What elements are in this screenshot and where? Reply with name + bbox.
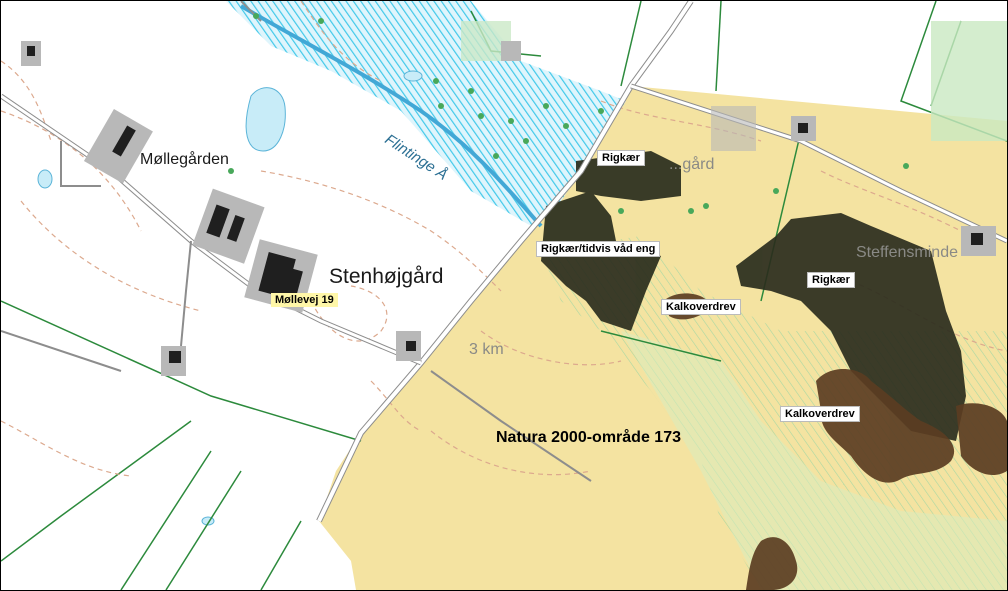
distance-label: 3 km: [469, 341, 504, 358]
address-label[interactable]: Møllevej 19: [271, 293, 338, 307]
habitat-label-kalkoverdrev-right[interactable]: Kalkoverdrev: [780, 406, 860, 422]
place-name-steffensminde: Steffensminde: [856, 244, 958, 261]
habitat-label-rigkaer-tidvis[interactable]: Rigkær/tidvis våd eng: [536, 241, 661, 257]
tree-dots: [228, 13, 909, 214]
place-name-mollegarden: Møllegården: [140, 151, 229, 168]
habitat-label-kalkoverdrev-mid[interactable]: Kalkoverdrev: [661, 299, 741, 315]
buildings: [21, 41, 996, 376]
meadow-hatch-area: [541, 236, 1007, 590]
dark-buildings: [27, 46, 983, 363]
pond-1: [37, 169, 53, 189]
place-name-stenhojgard: Stenhøjgård: [329, 265, 444, 288]
habitat-label-rigkaer-right[interactable]: Rigkær: [807, 272, 855, 288]
habitat-label-rigkaer-top[interactable]: Rigkær: [597, 150, 645, 166]
river-flintinge-a: [239, 4, 543, 228]
pale-green-field: [621, 331, 1007, 590]
pond-3: [403, 70, 423, 82]
natura-area-title: Natura 2000-område 173: [496, 429, 681, 446]
green-field-top-right: [931, 21, 1007, 141]
tracks: [1, 1, 592, 482]
kalkoverdrev-patches: [666, 293, 1007, 590]
lake-1: [245, 87, 286, 152]
place-name-faint-farm: ...gård: [669, 156, 715, 173]
